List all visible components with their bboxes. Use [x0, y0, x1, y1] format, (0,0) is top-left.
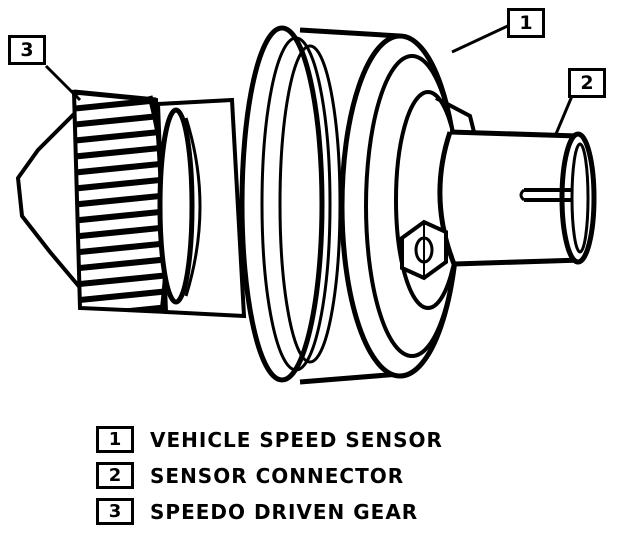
callout-3: 3	[8, 35, 46, 65]
legend-label: VEHICLE SPEED SENSOR	[150, 427, 443, 452]
legend-number: 1	[96, 426, 134, 453]
leader-line-2	[554, 95, 574, 135]
mounting-nut	[400, 219, 448, 281]
sensor-housing	[239, 25, 478, 385]
legend-number: 3	[96, 498, 134, 525]
gear-tip-cone	[16, 110, 84, 292]
legend-number: 2	[96, 462, 134, 489]
leader-line-1	[451, 22, 513, 54]
sensor-connector	[437, 129, 597, 267]
callout-2: 2	[568, 68, 606, 98]
callout-leaders	[44, 22, 574, 135]
leader-line-3	[44, 64, 82, 102]
callout-1: 1	[507, 8, 545, 38]
legend-item: 2 SENSOR CONNECTOR	[96, 462, 443, 489]
legend: 1 VEHICLE SPEED SENSOR 2 SENSOR CONNECTO…	[96, 426, 443, 534]
legend-item: 1 VEHICLE SPEED SENSOR	[96, 426, 443, 453]
gear-shaft-collar	[155, 97, 247, 319]
legend-item: 3 SPEEDO DRIVEN GEAR	[96, 498, 443, 525]
legend-label: SENSOR CONNECTOR	[150, 463, 405, 488]
legend-label: SPEEDO DRIVEN GEAR	[150, 499, 419, 524]
